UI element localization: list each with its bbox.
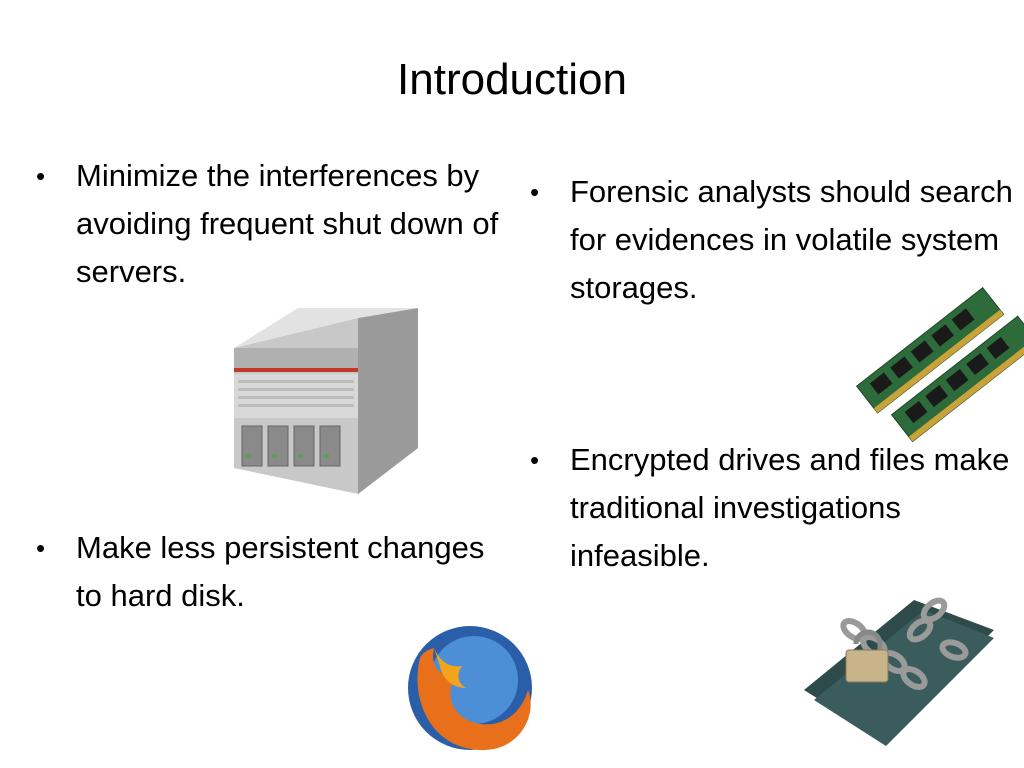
- bullet-dot: •: [36, 161, 46, 191]
- bullet-text: Encrypted drives and files make traditio…: [570, 442, 1010, 573]
- chained-notebook-padlock-icon: [804, 597, 994, 746]
- bullet-forensic-analysts: • Forensic analysts should search for ev…: [526, 168, 1024, 312]
- bullet-dot: •: [530, 177, 540, 207]
- firefox-logo-icon: [408, 626, 532, 751]
- bullet-less-persistent-changes: • Make less persistent changes to hard d…: [32, 524, 496, 620]
- bullet-minimize-interferences: • Minimize the interferences by avoiding…: [32, 152, 546, 296]
- bullet-text: Forensic analysts should search for evid…: [570, 174, 1013, 305]
- bullet-text: Make less persistent changes to hard dis…: [76, 530, 485, 613]
- slide-title: Introduction: [397, 55, 627, 104]
- bullet-dot: •: [530, 445, 540, 475]
- bullet-dot: •: [36, 533, 46, 563]
- bullet-text: Minimize the interferences by avoiding f…: [76, 158, 499, 289]
- bullet-encrypted-drives: • Encrypted drives and files make tradit…: [526, 436, 1024, 580]
- ram-modules-icon: [855, 286, 1024, 443]
- server-rack-icon: [234, 308, 418, 494]
